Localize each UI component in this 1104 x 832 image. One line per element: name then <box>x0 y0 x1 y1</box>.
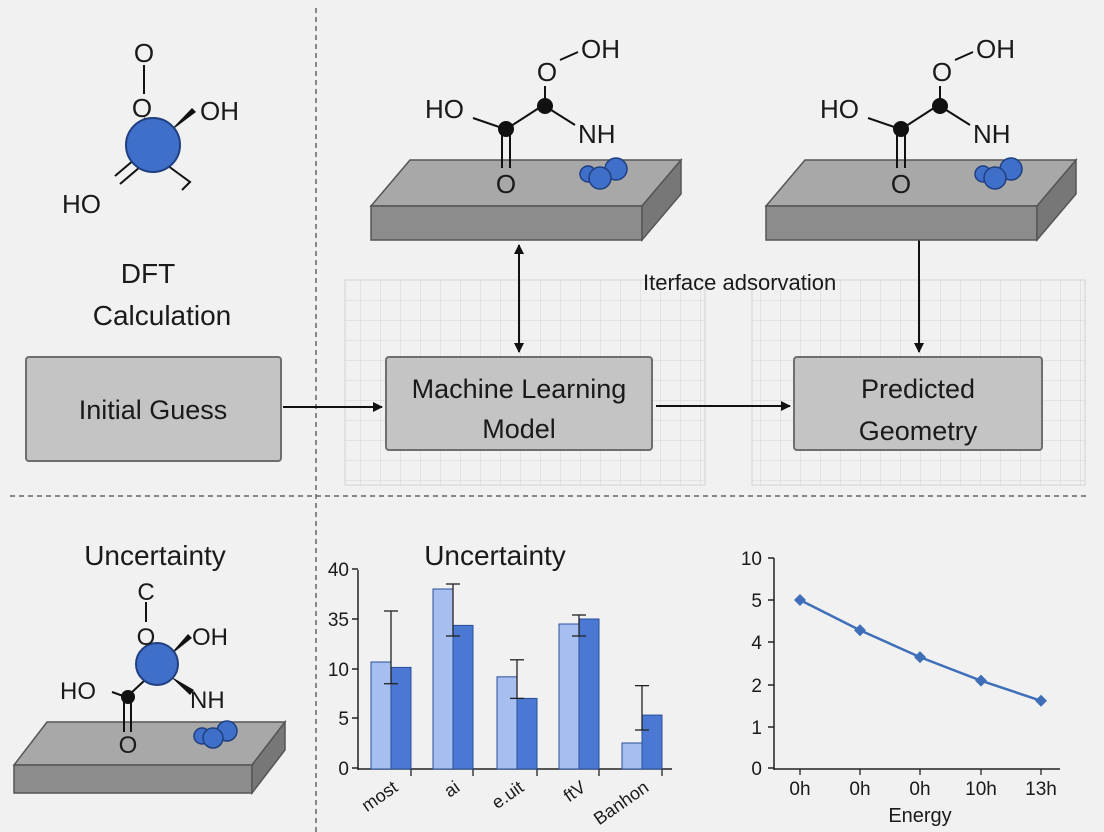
atom-label-oh: OH <box>976 34 1015 64</box>
predicted-geometry-box: Predicted Geometry <box>793 356 1043 451</box>
bar <box>558 623 580 770</box>
dft-title-line2: Calculation <box>93 300 232 331</box>
atom-label-o-top: O <box>134 38 154 68</box>
bar-category-label: Banhon <box>590 777 652 829</box>
atom-label-o-carbonyl: O <box>891 169 911 199</box>
metal-atom <box>135 642 179 686</box>
surface-adsorbate-center: OH O HO NH O <box>369 34 683 243</box>
bar-category-label: ai <box>440 777 463 801</box>
atom-label-o-mid: O <box>132 93 152 123</box>
atom-label-o-carbonyl: O <box>496 169 516 199</box>
interface-adsorption-label: Iterface adsorvation <box>643 270 836 295</box>
dft-molecule: O O OH HO <box>62 38 239 219</box>
predicted-label-line1: Predicted <box>861 374 975 404</box>
bar-y-tick-label: 40 <box>328 560 349 581</box>
dft-title-line1: DFT <box>121 258 175 289</box>
line-y-tick-label: 2 <box>751 676 762 697</box>
bar <box>432 588 454 770</box>
line-y-tick-label: 4 <box>751 633 762 654</box>
ml-model-box: Machine Learning Model <box>385 356 653 451</box>
energy-line-chart: 0 1 2 4 5 10 0h 0h 0h 10h 13h Energy <box>741 549 1060 827</box>
metal-atom <box>125 117 181 173</box>
atom-label-ho: HO <box>425 94 464 124</box>
surface-adsorbate-right: OH O HO NH O <box>764 34 1078 243</box>
line-x-tick-label: 0h <box>789 779 810 800</box>
bar <box>390 666 412 770</box>
initial-guess-label: Initial Guess <box>79 395 228 425</box>
atom-label-nh: NH <box>190 687 225 714</box>
bar-chart-title: Uncertainty <box>424 540 566 571</box>
atom-label-c: C <box>137 579 154 606</box>
energy-data-point <box>854 624 866 637</box>
energy-data-point <box>1035 694 1047 707</box>
line-x-tick-label: 13h <box>1025 779 1057 800</box>
uncertainty-molecule: C O OH HO NH O <box>12 579 287 796</box>
atom-label-nh: NH <box>578 119 616 149</box>
energy-data-point <box>794 594 806 606</box>
bar <box>452 624 474 770</box>
bar <box>516 697 538 770</box>
bar-y-tick-label: 0 <box>338 759 349 780</box>
initial-guess-box: Initial Guess <box>25 356 282 462</box>
line-y-tick-label: 10 <box>741 549 762 570</box>
bar-y-tick-label: 10 <box>328 660 349 681</box>
atom-label-o: O <box>137 624 156 651</box>
line-y-tick-label: 5 <box>751 591 762 612</box>
line-x-tick-label: 10h <box>965 779 997 800</box>
line-x-tick-label: 0h <box>849 779 870 800</box>
uncertainty-left-title: Uncertainty <box>84 540 226 571</box>
atom-label-o-peroxo: O <box>932 57 952 87</box>
line-chart-x-label: Energy <box>888 805 951 827</box>
atom-label-ho: HO <box>820 94 859 124</box>
line-y-tick-label: 0 <box>751 759 762 780</box>
bar <box>641 714 663 770</box>
bar-category-label: e.uit <box>488 777 527 813</box>
ml-model-label-line1: Machine Learning <box>412 374 627 404</box>
atom-label-ho: HO <box>60 678 96 705</box>
atom-label-ho: HO <box>62 189 101 219</box>
line-y-tick-label: 1 <box>751 718 762 739</box>
atom-label-oh: OH <box>192 624 228 651</box>
atom-label-oh: OH <box>581 34 620 64</box>
energy-data-point <box>975 674 987 687</box>
bar <box>496 676 518 770</box>
bar-category-label: most <box>358 777 401 816</box>
bar <box>578 618 600 770</box>
bar-y-tick-label: 35 <box>328 610 349 631</box>
atom-label-oh: OH <box>200 96 239 126</box>
bar <box>621 742 643 770</box>
energy-data-point <box>914 651 926 664</box>
atom-label-o-bottom: O <box>119 732 138 759</box>
bar <box>370 661 392 770</box>
line-x-tick-label: 0h <box>909 779 930 800</box>
atom-label-o-peroxo: O <box>537 57 557 87</box>
energy-series-line <box>799 598 1042 702</box>
predicted-label-line2: Geometry <box>859 416 978 446</box>
ml-model-label-line2: Model <box>482 414 556 444</box>
bar-category-label: ftV <box>560 777 590 806</box>
bar-y-tick-label: 5 <box>338 709 349 730</box>
atom-label-nh: NH <box>973 119 1011 149</box>
